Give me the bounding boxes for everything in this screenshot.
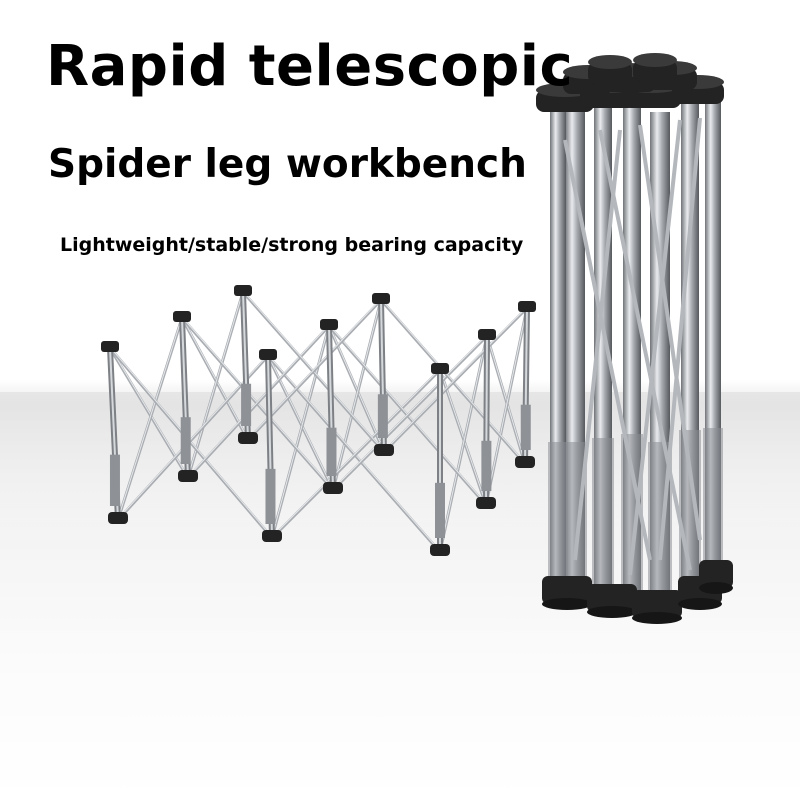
cross-brace-highlight [267,354,334,490]
foot-pad [374,444,394,456]
cross-brace-highlight [271,368,441,538]
cross-brace-highlight [181,316,249,440]
folded-brace [658,117,702,561]
folded-foot [632,590,682,618]
top-cap [259,349,277,360]
telescopic-sleeve [377,394,388,438]
folded-top-cap-face [588,55,632,69]
cross-brace-highlight [486,334,526,464]
top-cap [431,363,449,374]
telescopic-sleeve [326,427,337,476]
cross-brace-highlight [271,324,330,538]
top-cap [478,329,496,340]
top-cap [173,311,191,322]
folded-brace [628,119,682,576]
cross-brace-highlight [117,316,183,520]
foot-pad [238,432,258,444]
cross-brace [382,306,529,454]
top-cap [518,301,536,312]
folded-sleeve [592,438,614,604]
top-cap [320,319,338,330]
folded-sleeve [703,428,723,582]
foot-pad [262,530,282,542]
cross-brace-highlight [485,306,528,505]
cross-brace [116,354,270,522]
telescopic-sleeve [180,417,191,464]
cross-brace [108,346,274,540]
cross-brace-highlight [332,298,382,490]
folded-brace [563,139,652,561]
cross-brace-highlight [117,354,269,520]
folded-sleeve [621,434,643,610]
telescopic-sleeve [265,468,276,524]
foot-pad [430,544,450,556]
folded-brace [573,129,622,561]
foot-pad [515,456,535,468]
cross-brace-highlight [332,334,488,490]
folded-brace [598,129,692,571]
subheadline: Spider leg workbench [48,142,527,187]
cross-brace [331,334,489,492]
folded-foot-base [542,598,592,610]
cross-brace-highlight [109,346,189,478]
cross-brace-highlight [439,368,487,505]
foot-pad [108,512,128,524]
expanded-workbench-frame [101,285,536,556]
cross-brace-highlight [187,290,244,478]
foot-pad [323,482,343,494]
folded-foot-base [678,598,722,610]
top-cap [101,341,119,352]
folded-sleeve [548,442,568,600]
cross-brace-highlight [439,334,488,552]
cross-brace [270,368,442,540]
telescopic-sleeve [435,482,445,538]
top-cap [234,285,252,296]
folded-top-cap-face [633,53,677,67]
folded-brace [638,124,702,541]
foot-pad [178,470,198,482]
telescopic-sleeve [520,404,531,450]
folded-foot [542,576,592,604]
top-cap [372,293,390,304]
cross-brace-highlight [187,324,330,478]
foot-pad [476,497,496,509]
tagline: Lightweight/stable/strong bearing capaci… [60,234,524,256]
folded-foot-base [632,612,682,624]
cross-brace-highlight [383,306,528,452]
folded-foot [587,584,637,612]
cross-brace [186,324,331,480]
folded-workbench-frame [536,53,733,624]
telescopic-sleeve [109,454,120,506]
headline: Rapid telescopic [46,34,574,99]
telescopic-sleeve [481,440,492,491]
folded-foot [699,560,733,588]
folded-foot-base [699,582,733,594]
telescopic-sleeve [241,383,252,426]
folded-foot-base [587,606,637,618]
